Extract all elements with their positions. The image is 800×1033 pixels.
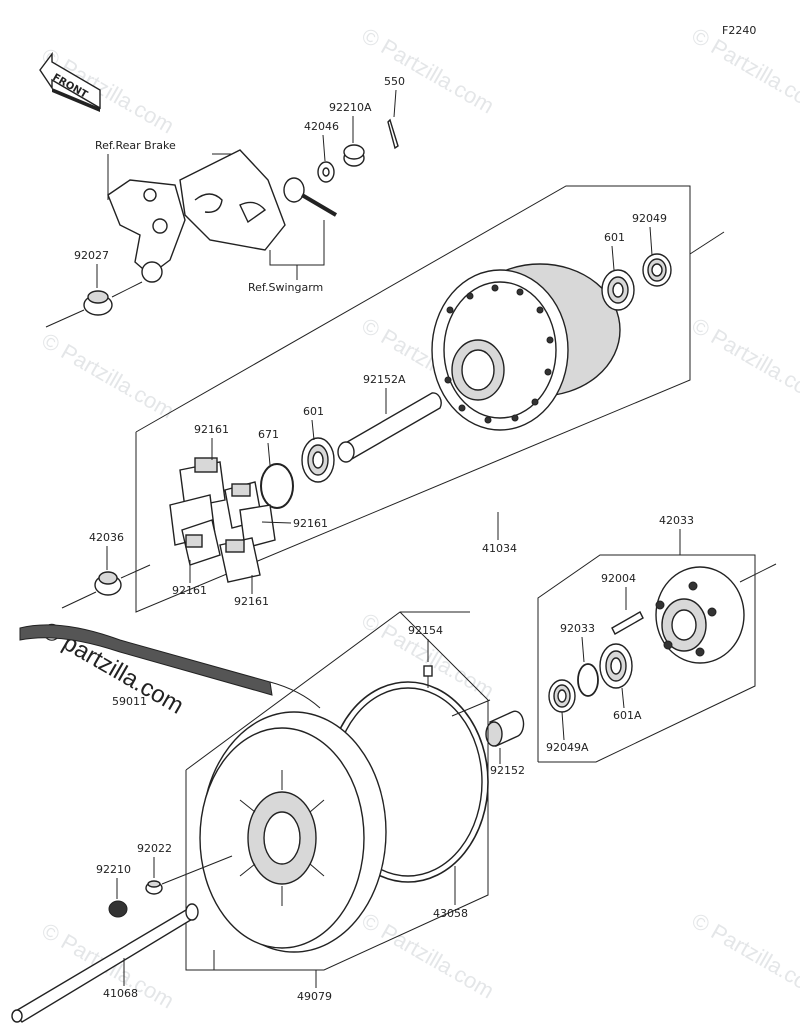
- swingarm-end: [179, 149, 286, 251]
- stud-92004: [611, 611, 644, 635]
- watermark: © Partzilla.com: [688, 908, 800, 1004]
- adjuster-bolt: [283, 177, 338, 217]
- spacer-42036: [94, 571, 122, 596]
- part-601-mid: 601: [303, 405, 324, 418]
- collar-92022: [145, 880, 163, 895]
- part-92049: 92049: [632, 212, 667, 225]
- bearing-601-top: [601, 269, 635, 311]
- bearing-601A: [599, 643, 633, 689]
- damper-rubbers-92161: [169, 457, 276, 583]
- brake-bracket: [107, 179, 186, 283]
- part-601A: 601A: [613, 709, 642, 722]
- part-43058: 43058: [433, 907, 468, 920]
- ref-rear-brake-label: Ref.Rear Brake: [95, 139, 176, 152]
- part-671: 671: [258, 428, 279, 441]
- part-92161-br: 92161: [234, 595, 269, 608]
- watermark: © Partzilla.com: [688, 313, 800, 409]
- part-92161-bl: 92161: [172, 584, 207, 597]
- watermark: © Partzilla.com: [358, 23, 499, 119]
- part-42036: 42036: [89, 531, 124, 544]
- figure-id: F2240: [722, 24, 756, 37]
- washer-42046: [317, 161, 335, 183]
- axle-41068: [11, 903, 199, 1023]
- sprocket-hub: [655, 566, 745, 664]
- part-49079: 49079: [297, 990, 332, 1003]
- axle-nut-92210: [108, 900, 128, 918]
- part-41034: 41034: [482, 542, 517, 555]
- ref-swingarm-label: Ref.Swingarm: [248, 281, 323, 294]
- nut-92210A: [343, 144, 365, 167]
- part-550: 550: [384, 75, 405, 88]
- part-92049A: 92049A: [546, 741, 589, 754]
- part-92004: 92004: [601, 572, 636, 585]
- spacer-92027: [83, 290, 113, 316]
- drive-belt-59011: [19, 624, 321, 709]
- seal-92049: [642, 253, 672, 287]
- part-92152: 92152: [490, 764, 525, 777]
- spacer-92152: [485, 710, 525, 747]
- part-92210A: 92210A: [329, 101, 372, 114]
- watermark: © Partzilla.com: [38, 328, 179, 424]
- part-92027: 92027: [74, 249, 109, 262]
- cotter-pin-550: [387, 118, 399, 150]
- part-92152A: 92152A: [363, 373, 406, 386]
- part-92033: 92033: [560, 622, 595, 635]
- watermark: © Partzilla.com: [38, 43, 179, 139]
- watermark: © Partzilla.com: [688, 23, 800, 119]
- part-92210: 92210: [96, 863, 131, 876]
- spacer-92152A: [337, 392, 442, 463]
- oring-671: [260, 463, 294, 509]
- part-42046: 42046: [304, 120, 339, 133]
- part-92161-right: 92161: [293, 517, 328, 530]
- part-92161-top: 92161: [194, 423, 229, 436]
- circlip-92033: [577, 663, 599, 697]
- seal-92049A: [548, 679, 576, 713]
- part-92022: 92022: [137, 842, 172, 855]
- part-92154: 92154: [408, 624, 443, 637]
- part-59011: 59011: [112, 695, 147, 708]
- rear-wheel-49079: [199, 711, 387, 953]
- part-601-top: 601: [604, 231, 625, 244]
- part-42033: 42033: [659, 514, 694, 527]
- wheel-hub: [431, 263, 621, 431]
- bearing-601-mid: [301, 437, 335, 483]
- part-41068: 41068: [103, 987, 138, 1000]
